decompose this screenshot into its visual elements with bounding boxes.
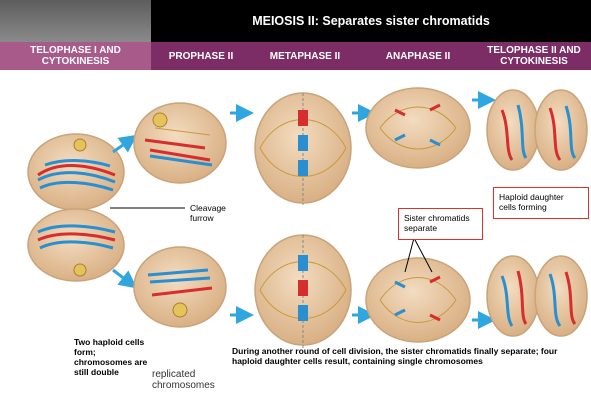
anaphase2-cell-bottom bbox=[366, 238, 470, 342]
during-round-caption: During another round of cell division, t… bbox=[232, 346, 588, 366]
metaphase2-cell-bottom bbox=[255, 235, 351, 350]
telophase2-cells-bottom bbox=[487, 256, 587, 336]
arrow-t1-to-p2-top bbox=[113, 140, 130, 152]
prophase2-cell-bottom bbox=[134, 247, 226, 327]
telophase1-cell-top bbox=[28, 134, 124, 210]
telophase2-cells-top bbox=[487, 90, 587, 170]
arrow-t1-to-p2-bottom bbox=[113, 270, 130, 283]
prophase2-cell-top bbox=[134, 103, 226, 183]
haploid-forming-box: Haploid daughter cells forming bbox=[493, 187, 589, 219]
replicated-chromosomes-caption: replicated chromosomes bbox=[152, 369, 232, 391]
metaphase2-cell-top bbox=[255, 93, 351, 205]
two-haploid-caption: Two haploid cells form; chromosomes are … bbox=[74, 337, 154, 377]
cleavage-furrow-label: Cleavage furrow bbox=[190, 203, 238, 223]
sister-chromatids-box: Sister chromatids separate bbox=[398, 208, 483, 240]
anaphase2-cell-top bbox=[366, 88, 470, 168]
telophase1-cell-bottom bbox=[28, 209, 124, 281]
